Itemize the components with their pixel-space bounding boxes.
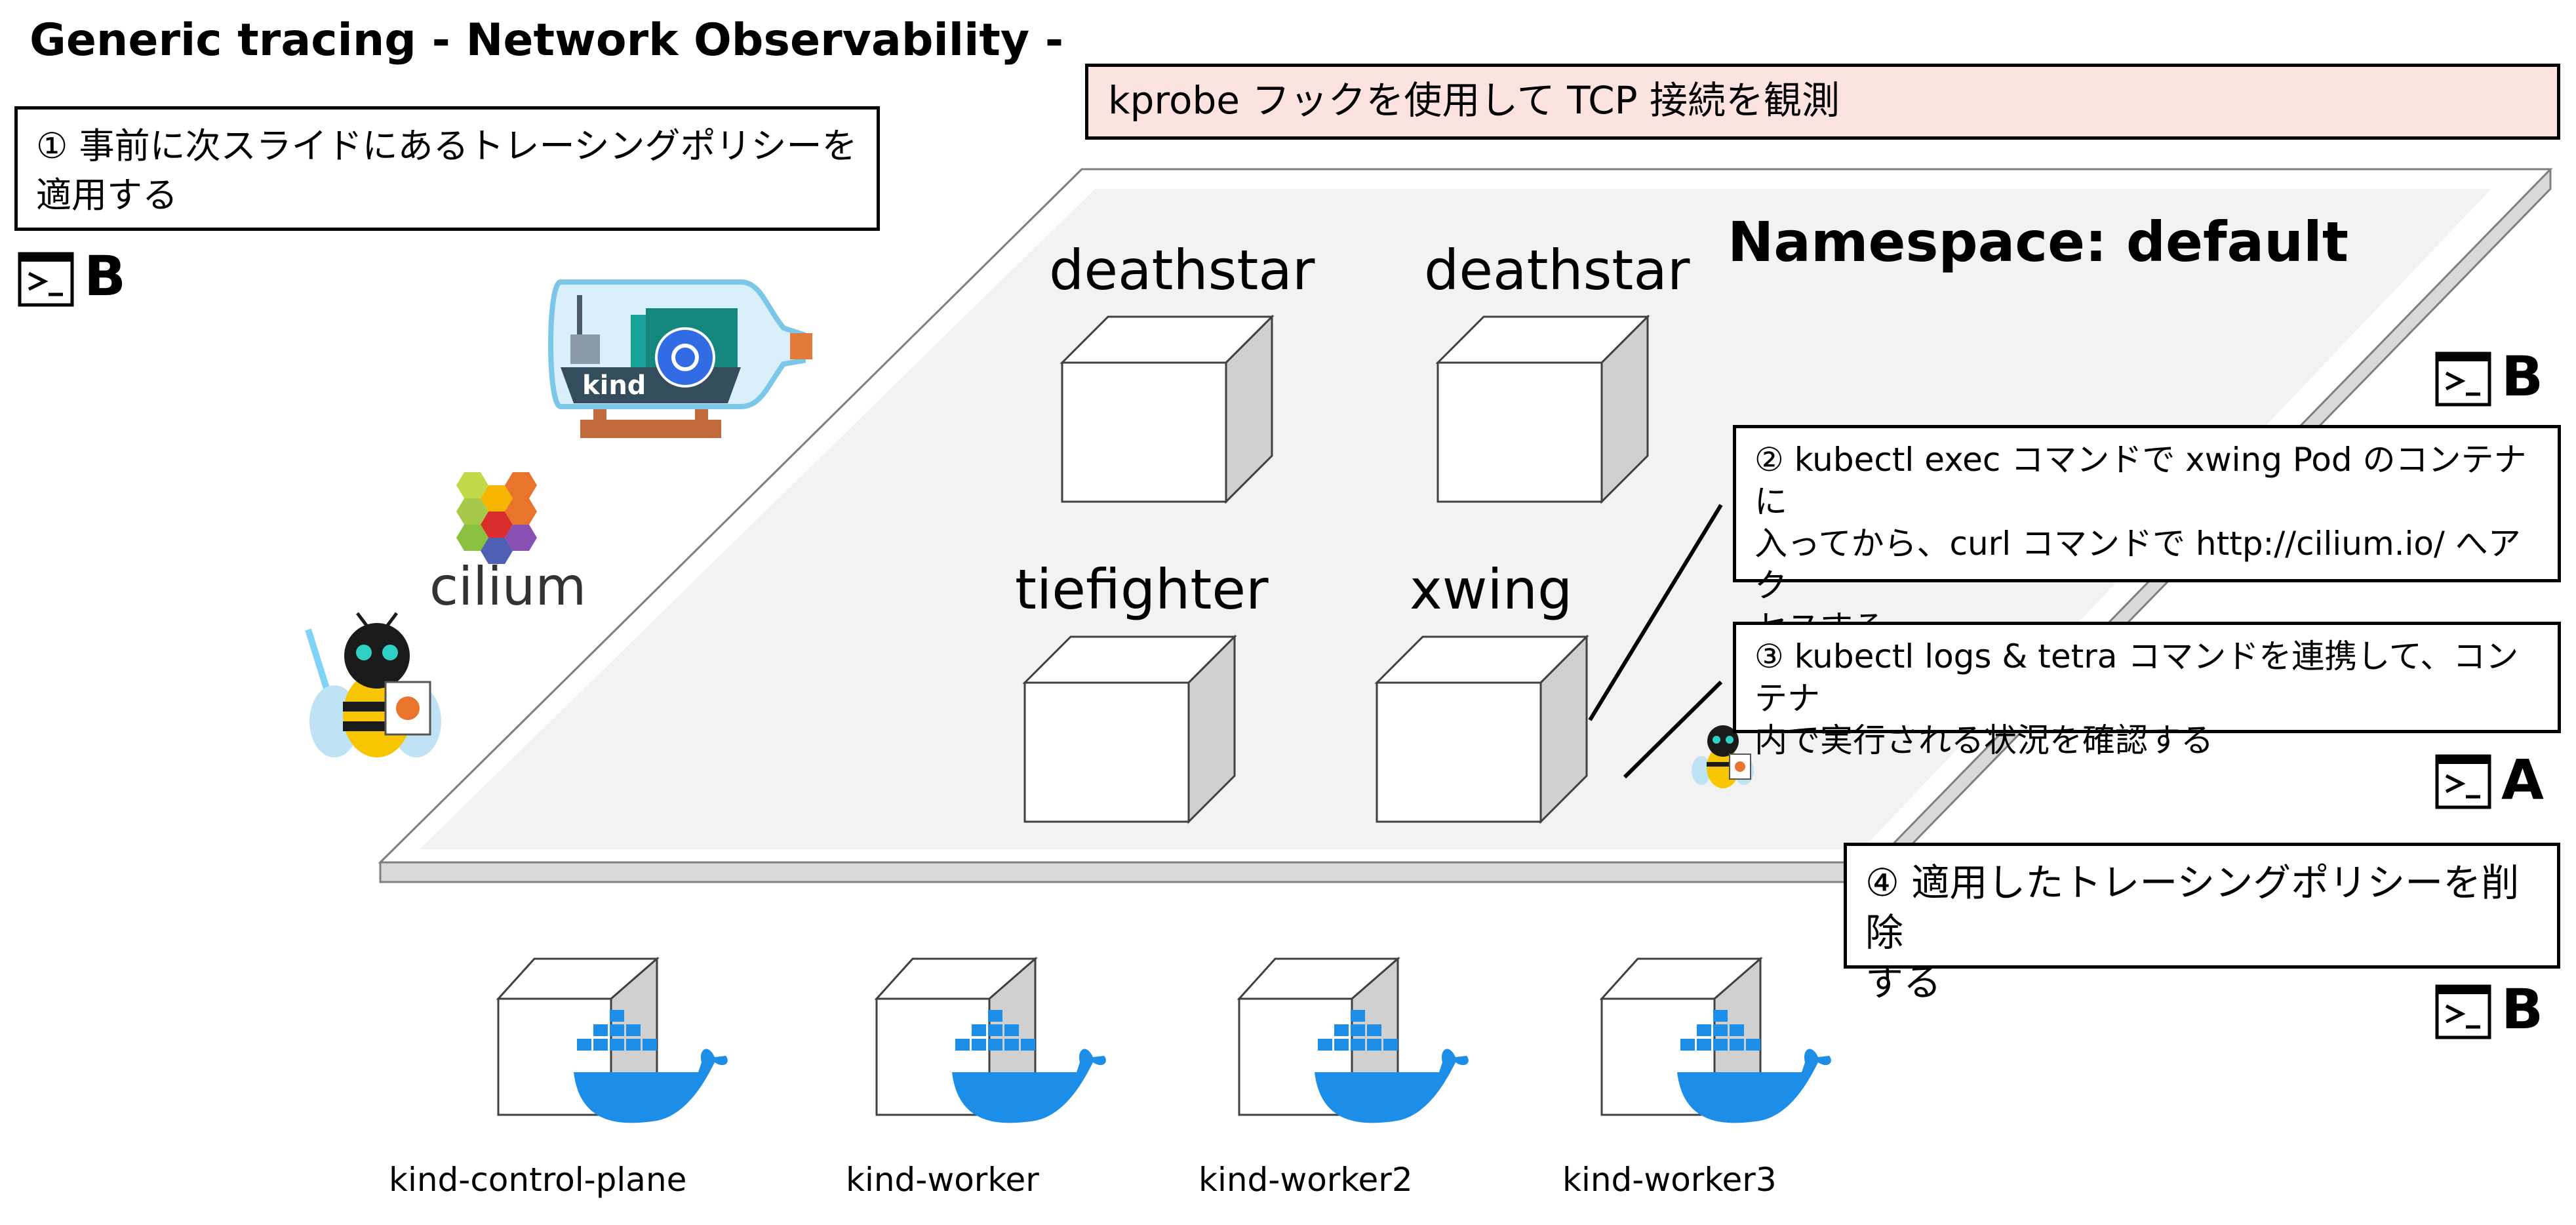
callout-line-step2 — [1588, 504, 1723, 721]
pod-label-deathstar-2: deathstar — [1424, 238, 1690, 302]
terminal-label-b-1: B — [84, 244, 127, 308]
step1-note: ① 事前に次スライドにあるトレーシングポリシーを 適用する — [14, 106, 880, 231]
node-cube-kind-worker3 — [1599, 956, 1764, 1117]
terminal-label-b-3: B — [2501, 977, 2544, 1041]
pod-label-xwing: xwing — [1410, 557, 1573, 622]
step3-note: ③ kubectl logs & tetra コマンドを連携して、コンテナ 内で… — [1733, 622, 2561, 759]
node-label-kind-worker: kind-worker — [846, 1161, 1039, 1199]
terminal-icon — [18, 252, 74, 307]
docker-whale-icon — [952, 1010, 1106, 1123]
page-title: Generic tracing - Network Observability … — [30, 14, 1064, 66]
callout-line-step3 — [1623, 680, 1723, 779]
cilium-logo — [456, 472, 537, 564]
cilium-logo-text: cilium — [429, 556, 587, 617]
header-note: kprobe フックを使用して TCP 接続を観測 — [1085, 64, 2560, 140]
docker-whale-icon — [574, 1010, 728, 1123]
pod-cube-deathstar-1 — [1060, 314, 1275, 504]
terminal-label-b-2: B — [2501, 344, 2544, 409]
node-label-kind-worker3: kind-worker3 — [1562, 1161, 1777, 1199]
pod-cube-xwing — [1374, 634, 1589, 824]
pod-label-tiefighter: tiefighter — [1015, 557, 1269, 622]
docker-whale-icon — [1677, 1010, 1831, 1123]
step2-note: ② kubectl exec コマンドで xwing Pod のコンテナに 入っ… — [1733, 425, 2561, 647]
kind-logo-text: kind — [582, 371, 646, 401]
terminal-icon — [2435, 984, 2491, 1039]
step4-note: ④ 適用したトレーシングポリシーを削除 する — [1844, 843, 2560, 1005]
tetragon-bee-mascot-small — [1692, 725, 1754, 788]
kind-logo — [548, 279, 812, 438]
pod-cube-tiefighter — [1022, 634, 1237, 824]
terminal-icon — [2435, 351, 2491, 407]
terminal-label-a: A — [2501, 748, 2545, 812]
tetragon-bee-mascot — [305, 612, 441, 757]
node-label-kind-control-plane: kind-control-plane — [389, 1161, 687, 1199]
pod-cube-deathstar-2 — [1435, 314, 1650, 504]
docker-whale-icon — [1315, 1010, 1469, 1123]
node-label-kind-worker2: kind-worker2 — [1199, 1161, 1413, 1199]
pod-label-deathstar-1: deathstar — [1049, 238, 1315, 302]
terminal-icon — [2435, 754, 2491, 809]
namespace-title: Namespace: default — [1728, 210, 2348, 274]
